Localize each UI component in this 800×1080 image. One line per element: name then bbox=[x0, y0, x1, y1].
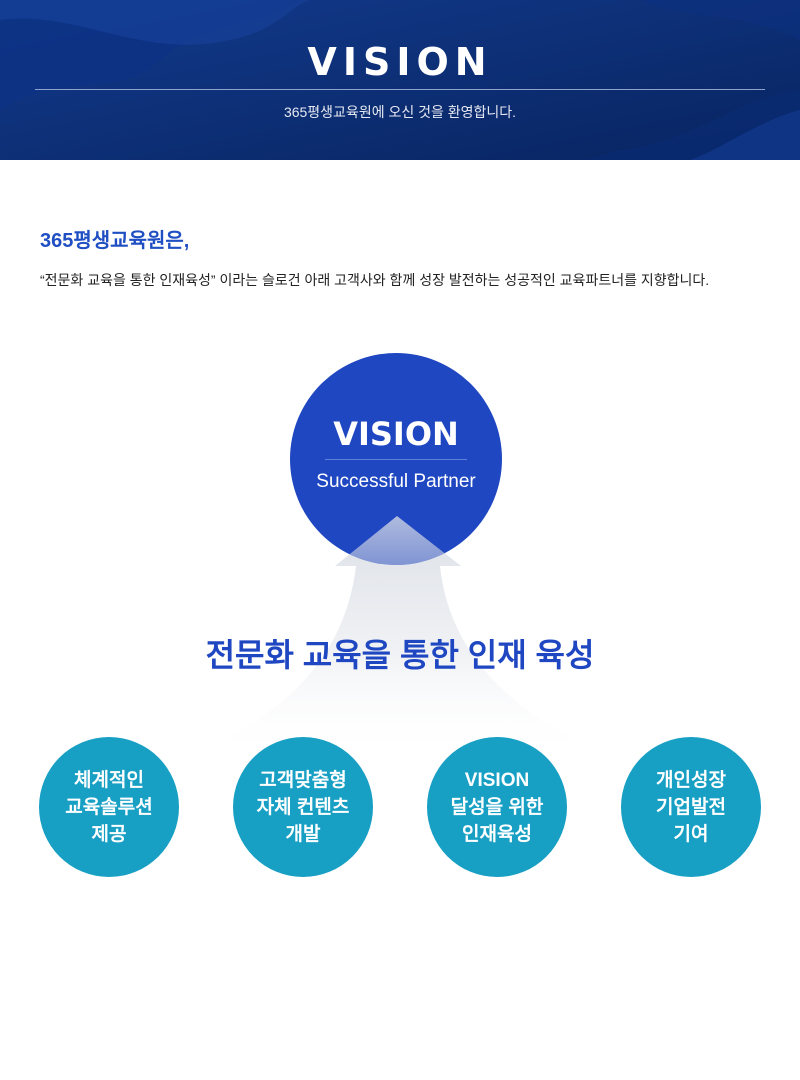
value-circle-label: 고객맞춤형 자체 컨텐츠 개발 bbox=[256, 769, 350, 845]
page-title: VISION bbox=[307, 40, 493, 84]
hero-divider bbox=[35, 89, 765, 90]
slogan-heading: 전문화 교육을 통한 인재 육성 bbox=[205, 637, 595, 673]
intro-text: “전문화 교육을 통한 인재육성” 이라는 슬로건 아래 고객사와 함께 성장 … bbox=[40, 272, 710, 288]
vision-circle-subtitle: Successful Partner bbox=[316, 471, 476, 492]
value-circle-label: 체계적인 교육솔루션 제공 bbox=[65, 769, 153, 845]
vision-circle-divider bbox=[325, 459, 467, 460]
upward-arrow-graphic bbox=[180, 516, 620, 760]
value-circle-custom-content: 고객맞춤형 자체 컨텐츠 개발 bbox=[233, 737, 373, 877]
value-circle-talent-development: VISION 달성을 위한 인재육성 bbox=[427, 737, 567, 877]
vision-circle: VISION Successful Partner bbox=[290, 353, 502, 565]
vision-diagram: VISION Successful Partner 전문화 교육을 통한 인재 … bbox=[0, 340, 800, 900]
value-circle-label: 개인성장 기업발전 기여 bbox=[656, 769, 726, 845]
value-circle-label: VISION 달성을 위한 인재육성 bbox=[450, 769, 544, 845]
hero-wave-background bbox=[0, 0, 800, 160]
arrow-tip-overlay bbox=[335, 516, 461, 565]
value-circle-systematic-solution: 체계적인 교육솔루션 제공 bbox=[39, 737, 179, 877]
vision-circle-title: VISION bbox=[333, 415, 459, 453]
value-circle-growth-contribution: 개인성장 기업발전 기여 bbox=[621, 737, 761, 877]
hero-banner: VISION 365평생교육원에 오신 것을 환영합니다. bbox=[0, 0, 800, 160]
intro-heading: 365평생교육원은, bbox=[40, 230, 190, 252]
hero-subtitle: 365평생교육원에 오신 것을 환영합니다. bbox=[283, 104, 517, 120]
